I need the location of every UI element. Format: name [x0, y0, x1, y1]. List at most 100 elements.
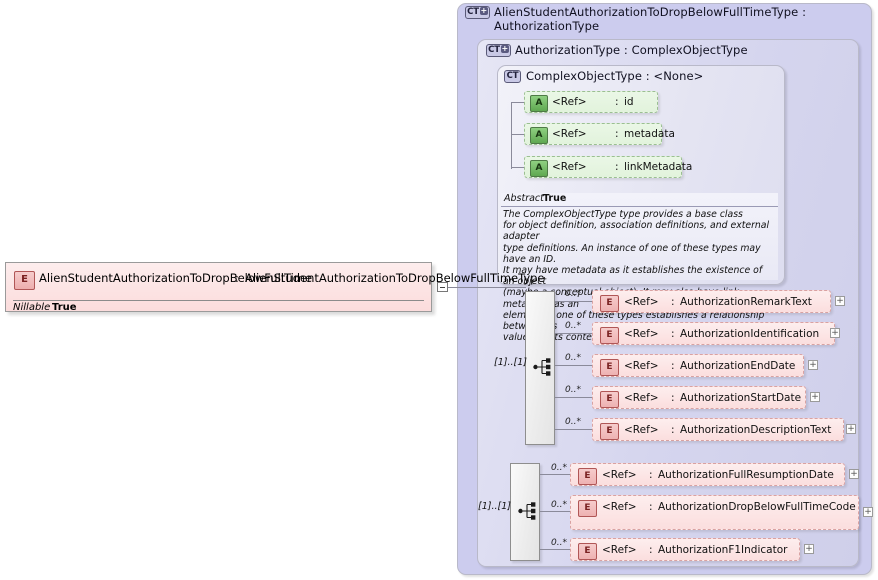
cardinality-label: 0..*	[565, 353, 581, 363]
attribute-colon: :	[615, 96, 619, 108]
root-element-colon: :	[235, 271, 239, 285]
element-type: AuthorizationDropBelowFullTimeCode	[658, 501, 856, 513]
element-colon: :	[671, 424, 675, 436]
element-row[interactable]: E <Ref> : AuthorizationRemarkText	[592, 290, 831, 313]
element-colon: :	[649, 544, 653, 556]
attribute-icon: A	[530, 127, 548, 144]
complex-type-badge-level1[interactable]: CT+	[465, 6, 490, 19]
element-ref-label: <Ref>	[624, 424, 659, 436]
attribute-ref-label: <Ref>	[552, 128, 587, 140]
cardinality-label: 0..*	[565, 321, 581, 331]
complex-type-badge-level2[interactable]: CT+	[486, 44, 511, 57]
expand-toggle[interactable]: +	[846, 424, 856, 434]
element-type: AuthorizationIdentification	[680, 328, 820, 340]
element-ref-label: <Ref>	[602, 501, 637, 513]
documentation-divider	[501, 206, 778, 207]
attribute-type: linkMetadata	[624, 161, 693, 173]
element-row[interactable]: E <Ref> : AuthorizationF1Indicator	[570, 538, 800, 561]
expand-plus-icon: +	[479, 6, 488, 15]
expand-toggle[interactable]: +	[810, 392, 820, 402]
attribute-row[interactable]: A <Ref> : id	[524, 91, 658, 113]
element-type: AuthorizationRemarkText	[680, 296, 812, 308]
attribute-icon: A	[530, 95, 548, 112]
element-colon: :	[671, 392, 675, 404]
element-colon: :	[671, 296, 675, 308]
element-type: AuthorizationDescriptionText	[680, 424, 832, 436]
sequence-occurrence-2: [1]..[1]	[478, 501, 511, 512]
nillable-value: True	[52, 302, 77, 313]
element-icon: E	[600, 359, 619, 376]
attribute-colon: :	[615, 161, 619, 173]
attribute-row[interactable]: A <Ref> : metadata	[524, 123, 675, 145]
element-icon: E	[600, 327, 619, 344]
element-colon: :	[649, 501, 653, 513]
expand-toggle[interactable]: +	[808, 360, 818, 370]
sequence-occurrence-1: [1]..[1]	[494, 357, 527, 368]
element-row[interactable]: E <Ref> : AuthorizationDescriptionText	[592, 418, 844, 441]
attribute-type: id	[624, 96, 634, 108]
cardinality-label: 0..*	[565, 417, 581, 427]
sequence-branch	[555, 301, 595, 302]
element-colon: :	[649, 469, 653, 481]
cardinality-label: 0..*	[565, 289, 581, 299]
abstract-label: Abstract	[504, 193, 544, 204]
cardinality-label: 0..*	[551, 500, 567, 510]
attribute-colon: :	[615, 128, 619, 140]
cardinality-label: 0..*	[551, 538, 567, 548]
cardinality-label: 0..*	[565, 385, 581, 395]
attribute-ref-label: <Ref>	[552, 96, 587, 108]
element-type: AuthorizationEndDate	[680, 360, 796, 372]
attribute-row[interactable]: A <Ref> : linkMetadata	[524, 156, 692, 178]
element-type: AuthorizationStartDate	[680, 392, 802, 404]
cardinality-label: 0..*	[551, 463, 567, 473]
element-row[interactable]: E <Ref> : AuthorizationEndDate	[592, 354, 804, 377]
expand-toggle[interactable]: +	[863, 507, 873, 517]
element-row[interactable]: E <Ref> : AuthorizationFullResumptionDat…	[570, 463, 845, 486]
element-ref-label: <Ref>	[624, 328, 659, 340]
element-row[interactable]: E <Ref> : AuthorizationIdentification	[592, 322, 835, 345]
attribute-icon: A	[530, 160, 548, 177]
root-connector-line	[448, 287, 526, 288]
element-row[interactable]: E <Ref> : AuthorizationStartDate	[592, 386, 806, 409]
element-type: AuthorizationF1Indicator	[658, 544, 788, 556]
element-ref-label: <Ref>	[602, 544, 637, 556]
sequence-branch	[540, 549, 591, 550]
element-colon: :	[671, 328, 675, 340]
element-ref-label: <Ref>	[624, 392, 659, 404]
sequence-branch	[555, 397, 595, 398]
element-icon: E	[578, 543, 597, 560]
expand-toggle[interactable]: +	[835, 296, 845, 306]
complex-type-badge-level3[interactable]: CT	[504, 70, 521, 83]
attribute-tree-trunk	[511, 102, 512, 169]
attribute-branch-1	[511, 102, 527, 103]
collapse-toggle[interactable]	[437, 282, 448, 292]
complex-type-title-level1: AlienStudentAuthorizationToDropBelowFull…	[494, 5, 807, 33]
documentation-block: Abstract True The ComplexObjectType type…	[501, 193, 778, 343]
element-type: AuthorizationFullResumptionDate	[658, 469, 834, 481]
root-element-name: AlienStudentAuthorizationToDropBelowFull…	[39, 271, 313, 285]
attribute-type: metadata	[624, 128, 675, 140]
root-element-box[interactable]: E AlienStudentAuthorizationToDropBelowFu…	[5, 262, 545, 313]
expand-toggle[interactable]: +	[830, 328, 840, 338]
complex-type-title-level3: ComplexObjectType : <None>	[526, 69, 704, 83]
element-row[interactable]: E <Ref> : AuthorizationDropBelowFullTime…	[570, 495, 859, 530]
expand-toggle[interactable]: +	[804, 544, 814, 554]
attribute-ref-label: <Ref>	[552, 161, 587, 173]
expand-toggle[interactable]: +	[849, 469, 859, 479]
element-ref-label: <Ref>	[602, 469, 637, 481]
element-icon: E	[600, 423, 619, 440]
root-element-type: AlienStudentAuthorizationToDropBelowFull…	[245, 271, 545, 285]
element-colon: :	[671, 360, 675, 372]
attribute-branch-3	[511, 167, 527, 168]
sequence-branch	[555, 333, 595, 334]
sequence-branch	[540, 474, 591, 475]
element-icon: E	[600, 391, 619, 408]
element-ref-label: <Ref>	[624, 360, 659, 372]
element-ref-label: <Ref>	[624, 296, 659, 308]
sequence-compositor-icon	[533, 358, 551, 376]
root-element-divider	[13, 300, 424, 301]
sequence-branch	[555, 365, 595, 366]
sequence-branch	[555, 429, 595, 430]
element-icon: E	[578, 500, 597, 517]
element-icon: E	[600, 295, 619, 312]
